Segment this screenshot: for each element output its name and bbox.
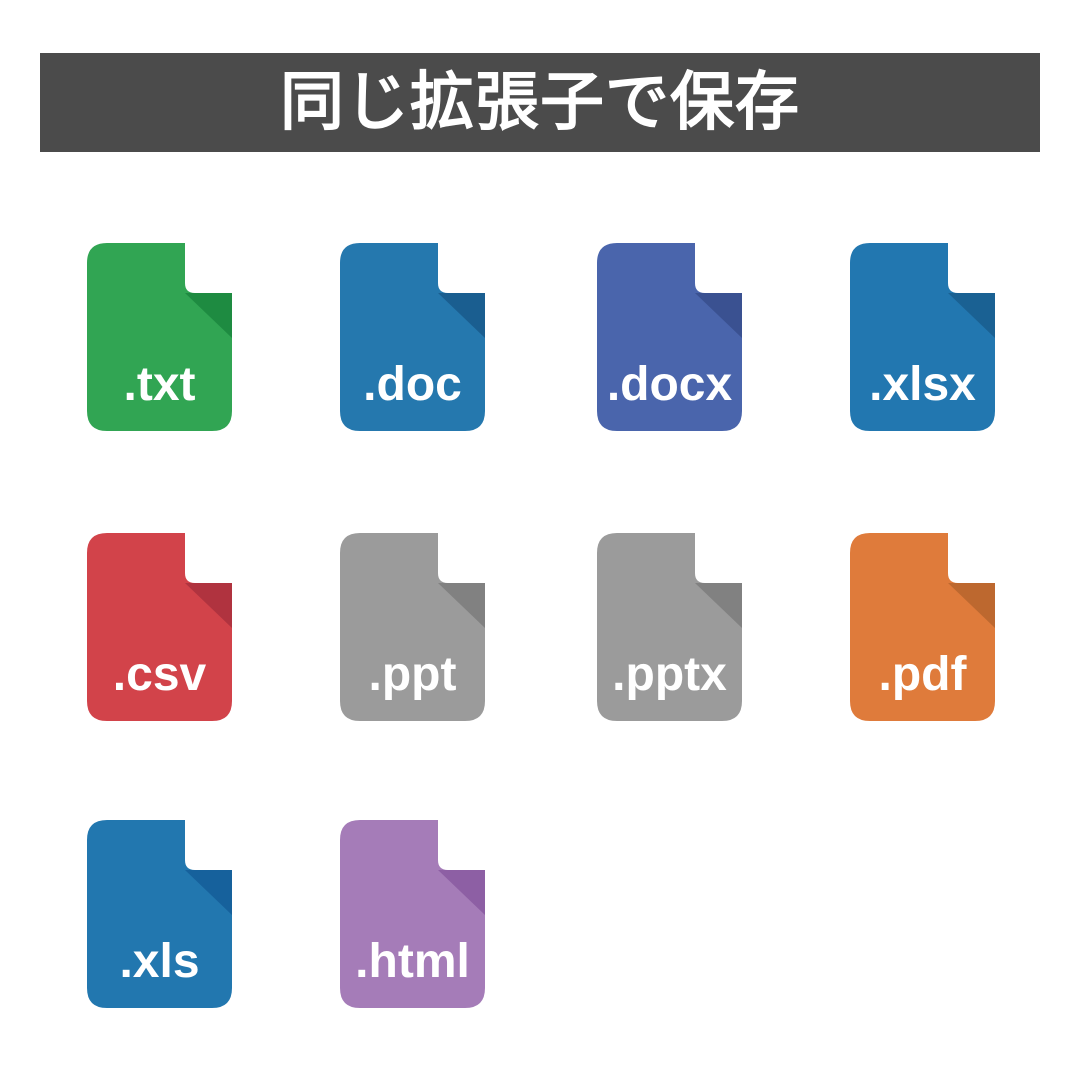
folded-corner xyxy=(948,293,995,338)
file-extension-label: .xls xyxy=(119,935,199,988)
file-icon-txt-svg: .txt xyxy=(87,243,232,431)
file-icon-csv-svg: .csv xyxy=(87,533,232,721)
file-icon-pdf-svg: .pdf xyxy=(850,533,995,721)
file-icon-pptx-svg: .pptx xyxy=(597,533,742,721)
header-bar: 同じ拡張子で保存 xyxy=(40,53,1040,152)
file-icon-txt: .txt xyxy=(87,243,232,431)
file-icon-ppt: .ppt xyxy=(340,533,485,721)
file-extension-label: .xlsx xyxy=(869,358,976,411)
file-icon-docx-svg: .docx xyxy=(597,243,742,431)
file-extension-label: .pdf xyxy=(879,648,968,701)
file-body xyxy=(850,243,995,431)
file-icon-xlsx-svg: .xlsx xyxy=(850,243,995,431)
file-body xyxy=(597,533,742,721)
file-extension-label: .docx xyxy=(607,358,733,411)
file-icon-doc: .doc xyxy=(340,243,485,431)
file-extension-label: .txt xyxy=(124,358,196,411)
file-extension-label: .csv xyxy=(113,648,207,701)
file-icon-xls-svg: .xls xyxy=(87,820,232,1008)
file-body xyxy=(87,243,232,431)
file-body xyxy=(87,533,232,721)
file-icon-xls: .xls xyxy=(87,820,232,1008)
file-body xyxy=(850,533,995,721)
file-icon-ppt-svg: .ppt xyxy=(340,533,485,721)
folded-corner xyxy=(438,293,485,338)
file-icon-doc-svg: .doc xyxy=(340,243,485,431)
file-extension-label: .html xyxy=(355,935,470,988)
folded-corner xyxy=(185,870,232,915)
folded-corner xyxy=(695,293,742,338)
file-icon-xlsx: .xlsx xyxy=(850,243,995,431)
folded-corner xyxy=(185,583,232,628)
file-icon-pdf: .pdf xyxy=(850,533,995,721)
folded-corner xyxy=(695,583,742,628)
file-body xyxy=(340,820,485,1008)
page-title: 同じ拡張子で保存 xyxy=(280,65,800,140)
file-extension-label: .doc xyxy=(363,358,462,411)
file-body xyxy=(597,243,742,431)
file-extension-label: .pptx xyxy=(612,648,727,701)
file-body xyxy=(87,820,232,1008)
file-extension-label: .ppt xyxy=(369,648,457,701)
file-icon-csv: .csv xyxy=(87,533,232,721)
file-icon-html: .html xyxy=(340,820,485,1008)
file-icon-pptx: .pptx xyxy=(597,533,742,721)
file-icon-docx: .docx xyxy=(597,243,742,431)
file-body xyxy=(340,243,485,431)
folded-corner xyxy=(438,583,485,628)
file-body xyxy=(340,533,485,721)
folded-corner xyxy=(438,870,485,915)
folded-corner xyxy=(948,583,995,628)
file-icon-html-svg: .html xyxy=(340,820,485,1008)
folded-corner xyxy=(185,293,232,338)
